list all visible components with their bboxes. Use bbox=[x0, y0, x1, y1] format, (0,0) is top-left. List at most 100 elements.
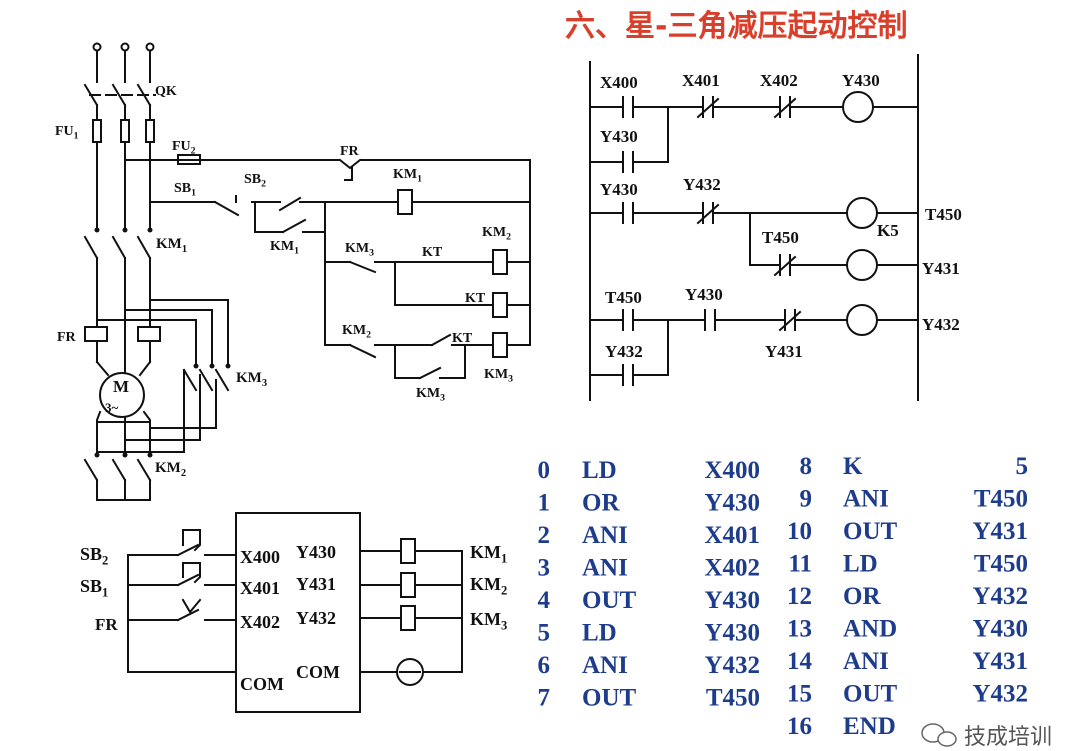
y432-nc-label: Y432 bbox=[683, 175, 721, 194]
x402-nc-contact bbox=[773, 97, 797, 119]
km1-aux-label-subscript: 1 bbox=[294, 246, 299, 257]
km3-coil-label-subscript: 3 bbox=[508, 374, 513, 385]
operand: Y432 bbox=[704, 652, 760, 679]
y431-output-label: Y431 bbox=[296, 574, 336, 594]
km1-output-label-subscript: 1 bbox=[501, 552, 507, 566]
km1-coil-label-subscript: 1 bbox=[417, 174, 422, 185]
step-number: 7 bbox=[538, 685, 551, 712]
opcode: LD bbox=[582, 620, 617, 647]
km1-main-contact bbox=[136, 235, 152, 260]
step-number: 9 bbox=[800, 486, 813, 513]
km2-nc-label: KM2 bbox=[342, 323, 371, 341]
sb1-label: SB1 bbox=[80, 576, 108, 600]
fuse-fu1 bbox=[92, 119, 102, 143]
km1-output-label: KM1 bbox=[470, 542, 507, 566]
km3-coil-label-text: KM bbox=[484, 367, 508, 382]
km3-main-label-text: KM bbox=[236, 370, 262, 386]
opcode: ANI bbox=[582, 652, 628, 679]
kt-coil bbox=[492, 292, 508, 318]
sb2-button-icon bbox=[182, 529, 201, 552]
wire bbox=[149, 379, 217, 429]
km2-output-label: KM2 bbox=[470, 574, 507, 598]
km3-nc-label-text: KM bbox=[345, 241, 369, 256]
x402-label: X402 bbox=[760, 71, 798, 90]
wire bbox=[394, 261, 493, 306]
qk-switch bbox=[111, 83, 127, 107]
operand: Y430 bbox=[972, 616, 1028, 643]
km3-main-label: KM3 bbox=[236, 370, 267, 389]
y432-nc-contact bbox=[696, 203, 720, 225]
contact-dot bbox=[193, 363, 199, 369]
wire bbox=[95, 360, 110, 377]
fr-ctrl-label: FR bbox=[340, 144, 360, 159]
step-number: 6 bbox=[538, 652, 551, 679]
y430-output-label: Y430 bbox=[296, 542, 336, 562]
km2-main-label-text: KM bbox=[155, 460, 181, 476]
km3-main-label-subscript: 3 bbox=[262, 378, 267, 389]
km1-main-label-text: KM bbox=[156, 236, 182, 252]
terminal-icon bbox=[92, 42, 102, 52]
step-number: 10 bbox=[787, 518, 812, 545]
opcode: AND bbox=[843, 616, 897, 643]
input-switch bbox=[176, 608, 200, 622]
y430-coil-label: Y430 bbox=[842, 71, 880, 90]
operand: Y430 bbox=[704, 620, 760, 647]
wechat-icon bbox=[937, 731, 957, 747]
km3-coil bbox=[492, 332, 508, 358]
x402-input-label: X402 bbox=[240, 612, 280, 632]
wire bbox=[96, 410, 102, 453]
fu1-label: FU1 bbox=[55, 124, 79, 142]
km1-main-label: KM1 bbox=[156, 236, 187, 255]
opcode: K bbox=[843, 453, 863, 480]
gap bbox=[340, 156, 360, 164]
km3-main-contact bbox=[198, 368, 214, 392]
km3-main-contact bbox=[214, 368, 230, 392]
sb2-label: SB2 bbox=[80, 544, 108, 568]
operand: Y430 bbox=[704, 490, 760, 517]
contact-dot bbox=[94, 452, 100, 458]
contact-dot bbox=[209, 363, 215, 369]
step-number: 3 bbox=[538, 555, 551, 582]
t450-nc-contact bbox=[773, 255, 797, 277]
contact-dot bbox=[147, 227, 153, 233]
fuse-fu1 bbox=[120, 119, 130, 143]
km2-nc-label-subscript: 2 bbox=[366, 330, 371, 341]
km1-coil bbox=[397, 189, 413, 215]
wire bbox=[439, 344, 466, 379]
step-number: 0 bbox=[538, 457, 551, 484]
gap bbox=[623, 210, 633, 216]
kt-nc-label: KT bbox=[422, 245, 443, 260]
fu1-label-text: FU bbox=[55, 124, 74, 139]
y430-label: Y430 bbox=[600, 180, 638, 199]
plc-box bbox=[235, 512, 361, 713]
step-number: 12 bbox=[787, 583, 812, 610]
terminal-icon bbox=[120, 42, 130, 52]
wire bbox=[124, 309, 213, 366]
km2-nc-label-text: KM bbox=[342, 323, 366, 338]
fu2-label-text: FU bbox=[172, 139, 191, 154]
gap bbox=[623, 159, 633, 165]
contact-dot bbox=[122, 452, 128, 458]
sb2-label-subscript: 2 bbox=[261, 179, 266, 190]
opcode: END bbox=[843, 713, 896, 740]
sb2-label-text: SB bbox=[244, 172, 261, 187]
km1-coil-label: KM1 bbox=[393, 167, 422, 185]
contact-dot bbox=[147, 452, 153, 458]
contact-dot bbox=[225, 363, 231, 369]
km2-output-label-subscript: 2 bbox=[501, 584, 507, 598]
x401-nc-contact bbox=[696, 97, 720, 119]
kt-nc-label-text: KT bbox=[422, 245, 443, 260]
opcode: ANI bbox=[843, 486, 889, 513]
km3-nc-label: KM3 bbox=[345, 241, 374, 259]
opcode: OUT bbox=[843, 518, 898, 545]
